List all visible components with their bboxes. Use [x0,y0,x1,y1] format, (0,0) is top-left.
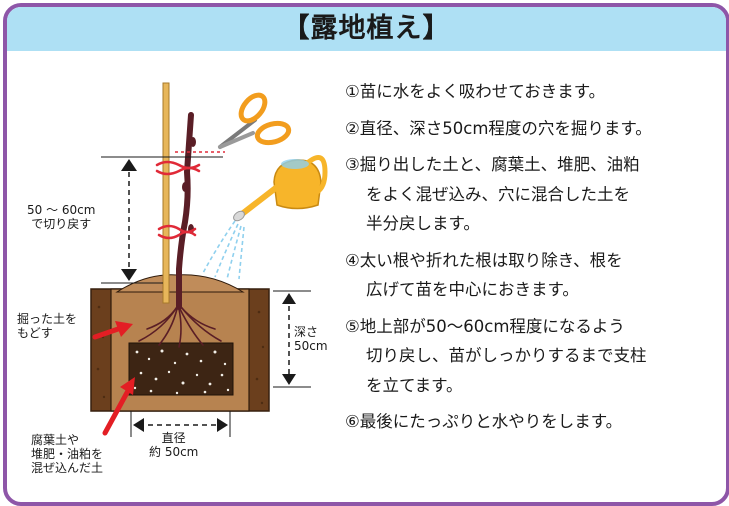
seedling-stem [176,112,194,310]
scissors-icon [218,92,292,149]
page-title: 【露地植え】 [282,13,451,44]
diameter-dimension [130,411,231,437]
soil-particles [133,349,230,395]
planting-diagram [90,82,328,437]
roots [138,306,222,348]
step-4: ④太い根や折れた根は取り除き、根を 広げて苗を中心におきます。 [345,250,623,300]
depth-dimension [273,290,311,388]
support-stake [162,82,170,304]
card-frame: 【露地植え】 [3,3,729,506]
step-6: ⑥最後にたっぷりと水やりをします。 [345,412,623,431]
cut-length-label: 50 ～ 60cm で切り戻す [27,203,96,231]
step-1: ①苗に水をよく吸わせておきます。 [345,82,606,101]
step-5: ⑤地上部が50～60cm程度になるよう 切り戻し、苗がしっかりするまで支柱 を立… [345,316,647,395]
cut-length-dimension [101,156,223,284]
twine-ties [155,160,201,240]
step-2: ②直径、深さ50cm程度の穴を掘ります。 [345,118,652,138]
instruction-list: ①苗に水をよく吸わせておきます。 ②直径、深さ50cm程度の穴を掘ります。 ③掘… [345,77,725,437]
red-arrow-icon [92,321,135,436]
step-3: ③掘り出した土と、腐葉土、堆肥、油粕 をよく混ぜ込み、穴に混合した土を 半分戻し… [345,155,640,233]
diameter-label: 直径 約 50cm [149,431,199,459]
watering-can-icon [233,155,328,222]
depth-label: 深さ 50cm [294,325,328,353]
mixed-soil-label: 腐葉土や 堆肥・油粕を 混ぜ込んだ土 [31,433,104,475]
water-spray-icon [202,220,245,280]
refill-soil-label: 掘った土を もどす [17,312,78,340]
title-band [7,7,726,51]
